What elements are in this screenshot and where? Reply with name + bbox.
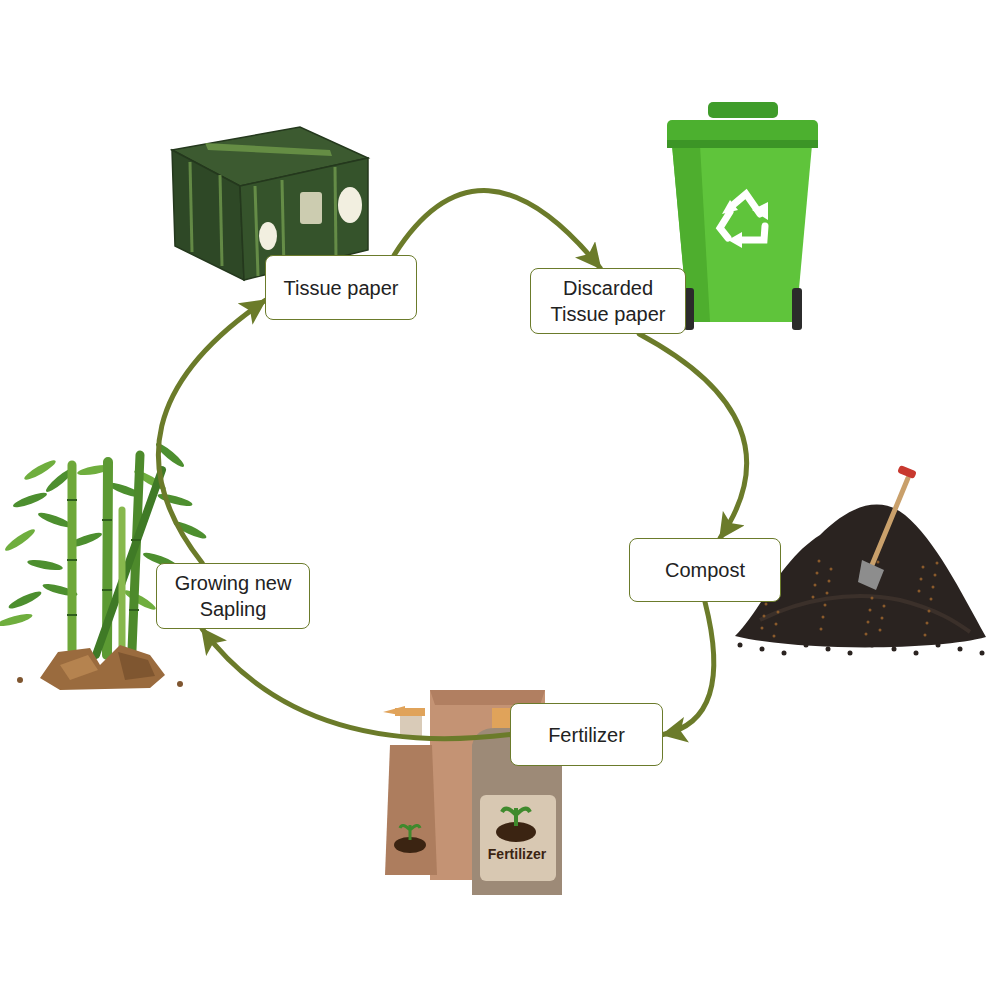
node-label: Compost — [665, 557, 745, 583]
cycle-arrow — [202, 629, 510, 739]
node-label: Tissue paper — [284, 275, 399, 301]
waste-box: Discarded Tissue paper — [530, 268, 686, 334]
bottle-label: Fertilizer — [488, 846, 546, 862]
node-label: Growing new Sapling — [167, 570, 299, 622]
cycle-arrow — [394, 191, 600, 268]
sapling-box: Growing new Sapling — [156, 563, 310, 629]
cycle-arrow — [158, 301, 265, 564]
cycle-arrow — [663, 602, 714, 735]
product-box: Tissue paper — [265, 255, 417, 320]
node-label: Discarded Tissue paper — [541, 275, 675, 327]
cycle-arrow — [639, 334, 746, 538]
compost-box: Compost — [629, 538, 781, 602]
recycle-bin — [667, 102, 818, 330]
node-label: Fertilizer — [548, 722, 625, 748]
fertilizer-box: Fertilizer — [510, 703, 663, 766]
